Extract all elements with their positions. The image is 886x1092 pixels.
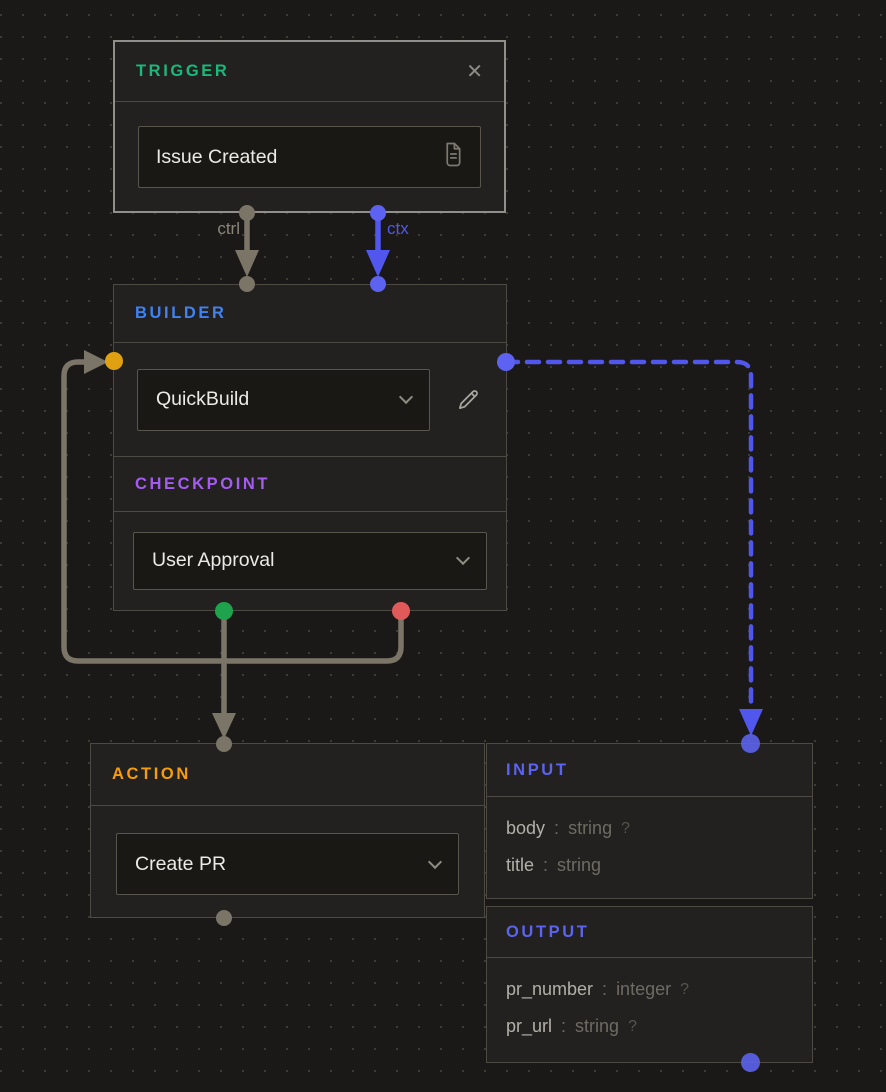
action-select-value: Create PR xyxy=(135,852,227,875)
edge-loop-arrowhead xyxy=(84,350,108,374)
builder-select-value: QuickBuild xyxy=(156,388,250,410)
field-name: pr_number xyxy=(506,979,594,999)
field-type: integer xyxy=(616,979,672,999)
trigger-event-field[interactable]: Issue Created xyxy=(138,126,481,188)
action-header: ACTION xyxy=(91,744,484,806)
edge-loop-retry[interactable] xyxy=(61,359,404,664)
field-type: string xyxy=(575,1016,620,1036)
trigger-title: TRIGGER xyxy=(136,62,230,80)
field-optional-mark: ? xyxy=(628,1017,637,1035)
edge-label-ctrl: ctrl xyxy=(217,219,240,238)
field-separator: : xyxy=(543,855,549,875)
field-separator: : xyxy=(554,818,560,838)
input-title: INPUT xyxy=(506,760,569,779)
field-name: title xyxy=(506,855,535,875)
builder-title: BUILDER xyxy=(135,304,227,322)
action-select[interactable]: Create PR xyxy=(116,833,459,895)
port-checkpoint-reject-out[interactable] xyxy=(392,602,410,620)
edge-ctrl-arrowhead xyxy=(235,250,259,277)
edge-builder-to-input-arrowhead xyxy=(739,709,763,736)
port-builder-ctx-in[interactable] xyxy=(370,276,386,292)
action-body: Create PR xyxy=(91,806,484,916)
trigger-body: Issue Created xyxy=(115,102,504,188)
chevron-down-icon xyxy=(398,389,414,405)
builder-header: BUILDER xyxy=(114,285,506,343)
trigger-event-value: Issue Created xyxy=(156,145,278,168)
node-output[interactable]: OUTPUT pr_number : integer ? pr_url : st… xyxy=(486,906,813,1063)
node-builder[interactable]: BUILDER QuickBuild CHECKPOINT User Appro… xyxy=(113,284,507,611)
field-name: pr_url xyxy=(506,1016,553,1036)
input-fields: body : string ? title : string xyxy=(487,797,812,884)
field-type: string xyxy=(568,818,613,838)
port-trigger-ctx-out[interactable] xyxy=(370,205,386,221)
input-header: INPUT xyxy=(487,744,812,797)
checkpoint-title: CHECKPOINT xyxy=(135,474,271,493)
output-title: OUTPUT xyxy=(506,922,590,941)
chevron-down-icon xyxy=(455,550,471,566)
checkpoint-select[interactable]: User Approval xyxy=(133,531,487,590)
field-separator: : xyxy=(561,1016,567,1036)
pencil-icon xyxy=(459,389,478,409)
checkpoint-body: User Approval xyxy=(114,512,506,609)
input-field-row: body : string ? xyxy=(506,810,793,847)
port-output-out[interactable] xyxy=(741,1053,760,1072)
output-field-row: pr_number : integer ? xyxy=(506,971,793,1008)
field-optional-mark: ? xyxy=(621,819,630,837)
document-icon xyxy=(442,142,463,173)
port-action-out[interactable] xyxy=(216,910,232,926)
node-input[interactable]: INPUT body : string ? title : string xyxy=(486,743,813,899)
port-trigger-ctrl-out[interactable] xyxy=(239,205,255,221)
field-name: body xyxy=(506,818,546,838)
port-input-in[interactable] xyxy=(741,734,760,753)
checkpoint-select-value: User Approval xyxy=(152,549,275,571)
close-icon[interactable]: ✕ xyxy=(466,60,483,83)
edge-label-ctx: ctx xyxy=(387,219,409,238)
builder-select[interactable]: QuickBuild xyxy=(137,368,430,431)
field-separator: : xyxy=(602,979,608,999)
trigger-header: TRIGGER ✕ xyxy=(115,42,504,102)
node-action[interactable]: ACTION Create PR xyxy=(90,743,485,918)
output-fields: pr_number : integer ? pr_url : string ? xyxy=(487,958,812,1045)
builder-body: QuickBuild xyxy=(114,343,506,457)
port-builder-ctrl-in[interactable] xyxy=(239,276,255,292)
action-title: ACTION xyxy=(112,765,191,783)
edge-ctx-arrowhead xyxy=(366,250,390,277)
checkpoint-header: CHECKPOINT xyxy=(114,457,506,512)
port-action-in[interactable] xyxy=(216,736,232,752)
output-header: OUTPUT xyxy=(487,907,812,958)
port-builder-ctx-out[interactable] xyxy=(497,353,515,371)
input-field-row: title : string xyxy=(506,847,793,884)
edge-builder-to-input[interactable] xyxy=(503,359,754,713)
edge-approve-arrowhead xyxy=(212,713,236,739)
field-type: string xyxy=(557,855,602,875)
node-trigger[interactable]: TRIGGER ✕ Issue Created xyxy=(113,40,506,213)
output-field-row: pr_url : string ? xyxy=(506,1008,793,1045)
field-optional-mark: ? xyxy=(680,980,690,998)
port-builder-retry-in[interactable] xyxy=(105,352,123,370)
port-checkpoint-approve-out[interactable] xyxy=(215,602,233,620)
chevron-down-icon xyxy=(427,854,443,869)
edit-button[interactable] xyxy=(453,385,483,415)
